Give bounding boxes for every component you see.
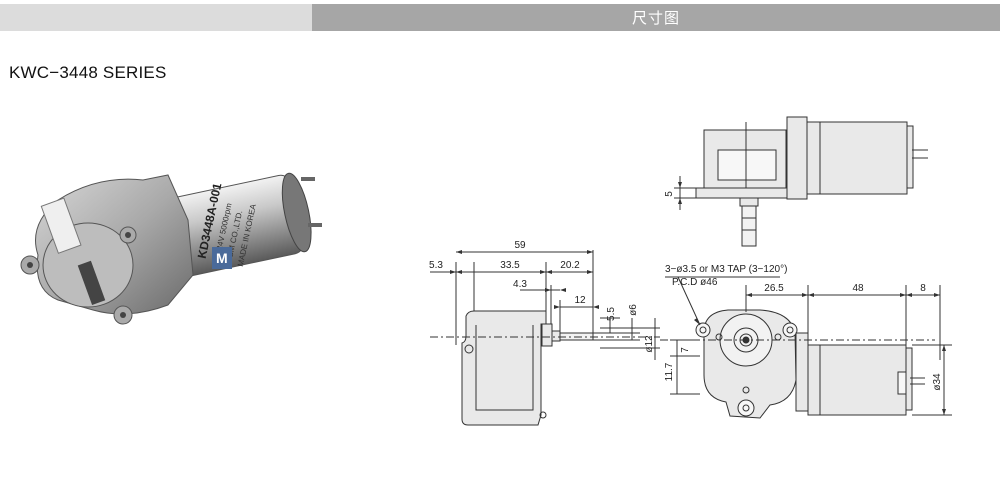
dim-48: 48 [852, 283, 864, 294]
terminal-top [301, 177, 315, 181]
dim-5-3: 5.3 [429, 260, 443, 271]
dim-26-5: 26.5 [764, 283, 784, 294]
motor-can [162, 172, 312, 278]
dim-8: 8 [920, 283, 926, 294]
dim-4-3: 4.3 [513, 279, 527, 290]
terminal-bottom [308, 223, 322, 227]
side-view [430, 250, 660, 426]
tap-note: 3−ø3.5 or M3 TAP (3−120°) [665, 264, 787, 275]
header-bar-left [0, 4, 312, 31]
arrowheads [450, 182, 946, 415]
dim-20-2: 20.2 [560, 260, 580, 271]
pcd-note: P.C.D ø46 [672, 277, 718, 288]
dim-phi-12: ø12 [644, 335, 655, 353]
dim-59: 59 [514, 240, 526, 251]
brand-logo-letter: M [216, 250, 228, 266]
dimension-drawing: 59 5.3 33.5 20.2 4.3 12 5.5 ø6 ø12 7 11.… [429, 116, 952, 426]
header-bar: 尺寸图 [312, 4, 1000, 31]
dim-7: 7 [680, 347, 691, 353]
motor-photo: KD3448A-001 DC24V 5000rpm GGM CO.,LTD. M… [20, 172, 322, 325]
gearbox-label [40, 197, 82, 254]
top-view [674, 116, 928, 247]
output-shaft [77, 260, 106, 305]
dim-5-5: 5.5 [606, 307, 617, 321]
dim-11-7: 11.7 [664, 362, 675, 381]
series-title: KWC−3448 SERIES [9, 63, 167, 82]
dim-phi-6: ø6 [628, 304, 639, 316]
front-view [660, 276, 952, 419]
dim-12: 12 [574, 295, 586, 306]
brand-logo [212, 247, 232, 269]
dim-phi-34: ø34 [932, 373, 943, 391]
dim-5: 5 [664, 191, 675, 197]
header-title: 尺寸图 [631, 9, 680, 27]
dim-33-5: 33.5 [500, 260, 520, 271]
